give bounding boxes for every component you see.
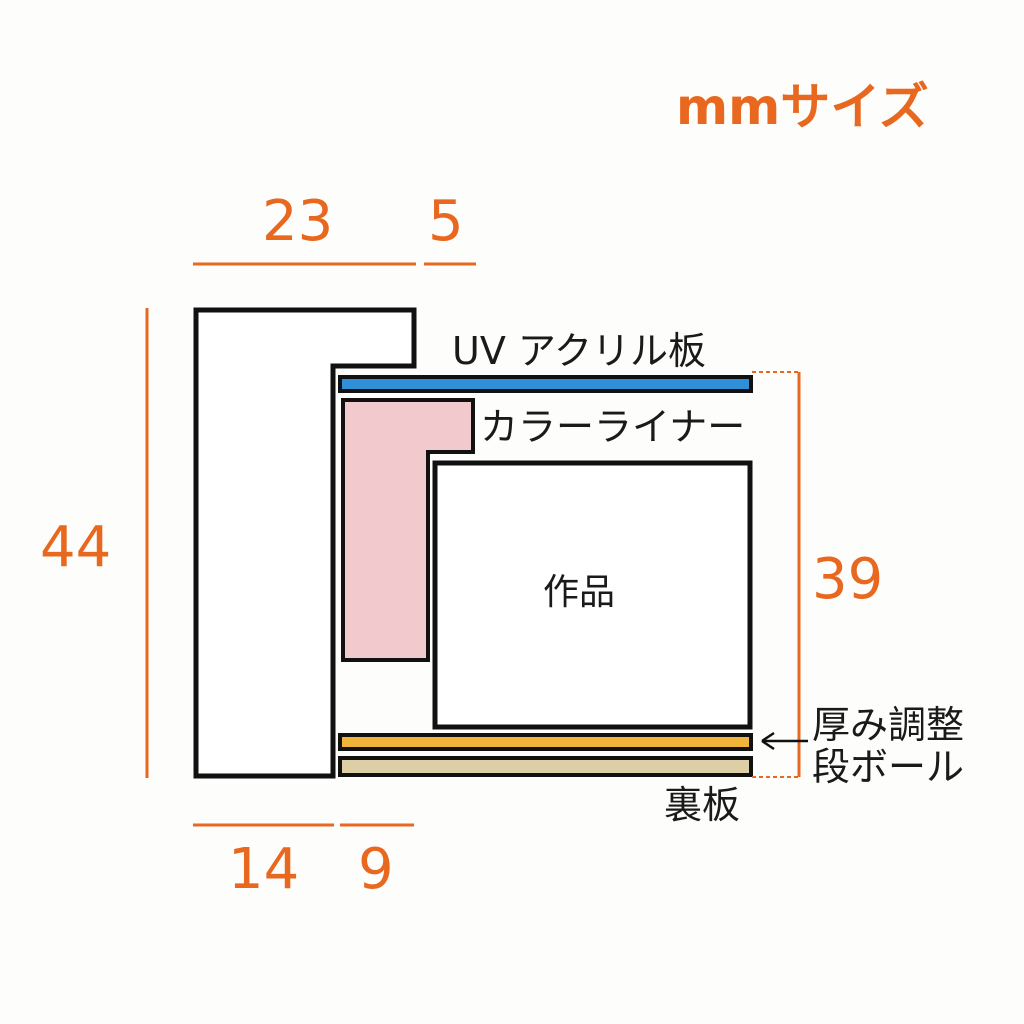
dimension-bottom-right: 9 — [358, 837, 394, 902]
artwork-box — [432, 460, 753, 730]
spacer-cardboard — [338, 733, 753, 751]
unit-title: mmサイズ — [676, 78, 929, 136]
dimension-top-left: 23 — [262, 189, 333, 254]
back-board — [338, 756, 753, 777]
color-liner-mat — [341, 398, 475, 662]
dimension-right-height: 39 — [812, 547, 883, 612]
artwork-label: 作品 — [543, 572, 615, 613]
arrow-left-icon — [761, 731, 808, 751]
back-board-label: 裏板 — [664, 783, 740, 827]
uv-acrylic-label: UV アクリル板 — [452, 329, 706, 373]
spacer-label-line2: 段ボール — [812, 745, 964, 789]
uv-acrylic-panel — [338, 375, 753, 393]
spacer-label-line1: 厚み調整 — [812, 703, 964, 747]
dimension-bottom-left: 14 — [228, 837, 299, 902]
frame-moulding — [193, 307, 417, 779]
dimension-top-right: 5 — [428, 189, 464, 254]
dimension-left-height: 44 — [40, 515, 111, 580]
color-liner-label: カラーライナー — [480, 405, 745, 449]
